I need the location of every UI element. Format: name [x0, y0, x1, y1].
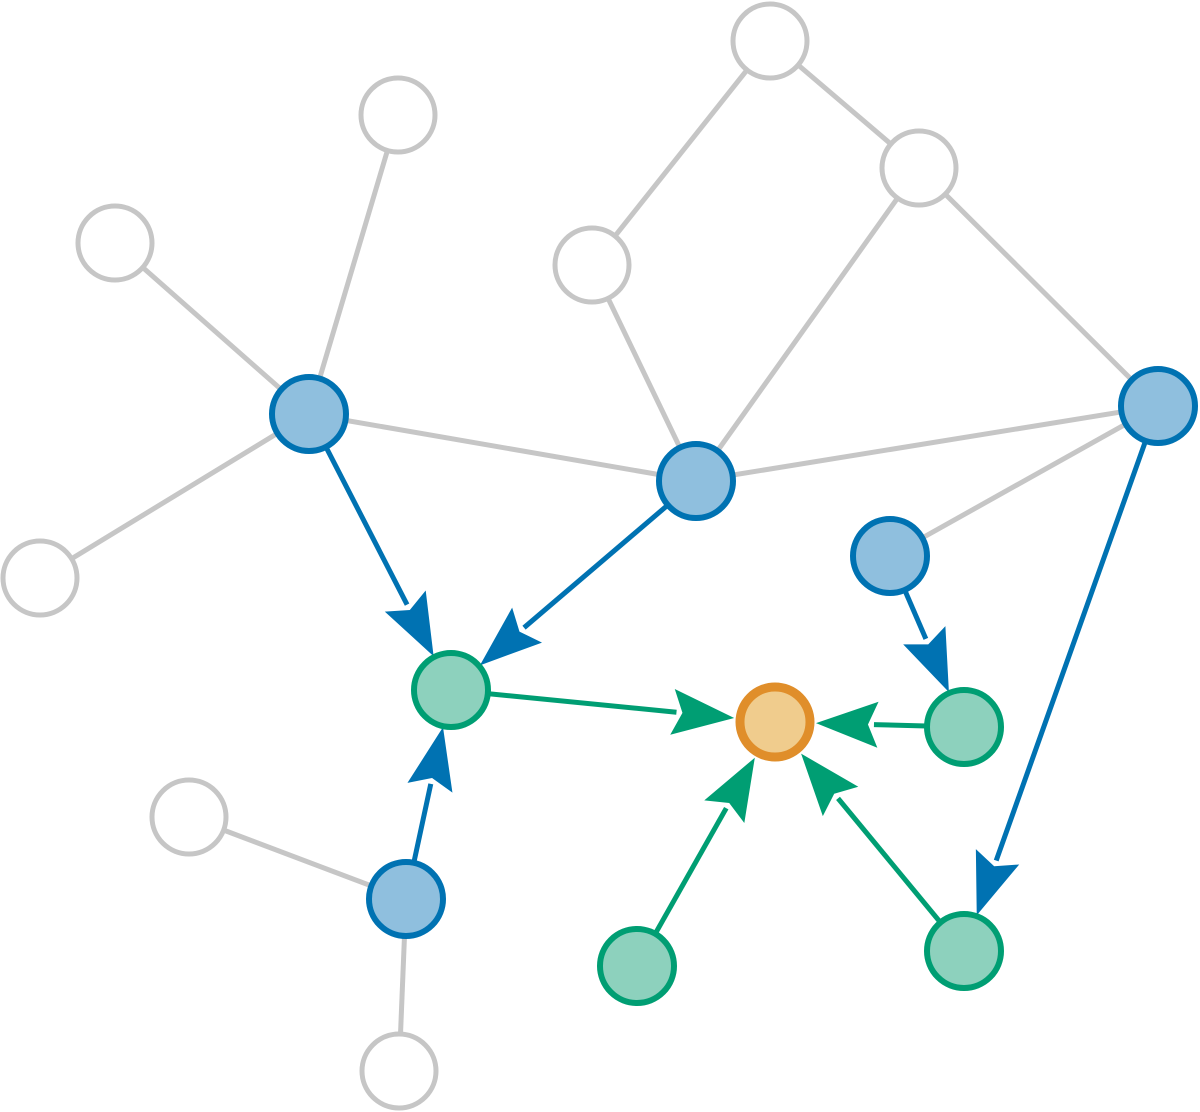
arrowhead: [407, 727, 453, 793]
node-green-n1: [411, 650, 491, 730]
arrowhead: [670, 688, 735, 735]
arrow-b2-n1: [479, 479, 698, 666]
node-inactive-g2: [358, 75, 438, 155]
node-target-t: [735, 682, 815, 762]
node-blue-b5: [366, 859, 446, 939]
arrowhead: [384, 590, 434, 657]
node-blue-b3: [1118, 366, 1198, 446]
node-inactive-g1: [730, 1, 810, 81]
node-green-n2: [924, 687, 1004, 767]
edge-g1-g5: [590, 39, 772, 267]
edge-g2-b1: [306, 114, 401, 415]
arrowhead: [975, 849, 1020, 916]
node-blue-b2: [656, 441, 736, 521]
arrowhead: [479, 607, 543, 666]
arrow-b1-n1: [306, 412, 434, 657]
arrowhead: [815, 701, 879, 748]
node-green-n3: [597, 926, 677, 1006]
node-blue-b1: [269, 374, 349, 454]
node-blue-b4: [850, 516, 930, 596]
node-inactive-g6: [0, 538, 80, 618]
arrowhead: [801, 753, 859, 817]
arrowhead: [903, 626, 949, 693]
edge-g3-b2: [693, 166, 922, 483]
node-inactive-g3: [879, 128, 959, 208]
node-inactive-g5: [552, 225, 632, 305]
arrow-n1-t: [450, 687, 735, 735]
arrow-b3-n4: [975, 405, 1161, 916]
edge-g6-b1: [38, 411, 311, 581]
arrowhead: [704, 757, 755, 823]
node-inactive-g7: [149, 777, 229, 857]
edge-b3-b4: [888, 403, 1160, 559]
edges-layer: [38, 39, 1161, 1072]
edge-g3-b3: [917, 166, 1160, 408]
edge-g4-b1: [113, 241, 311, 416]
edge-b2-b3: [695, 403, 1159, 484]
node-green-n4: [924, 911, 1004, 991]
node-inactive-g4: [75, 203, 155, 283]
node-inactive-g8: [359, 1031, 439, 1111]
edge-b1-b2: [308, 411, 697, 484]
